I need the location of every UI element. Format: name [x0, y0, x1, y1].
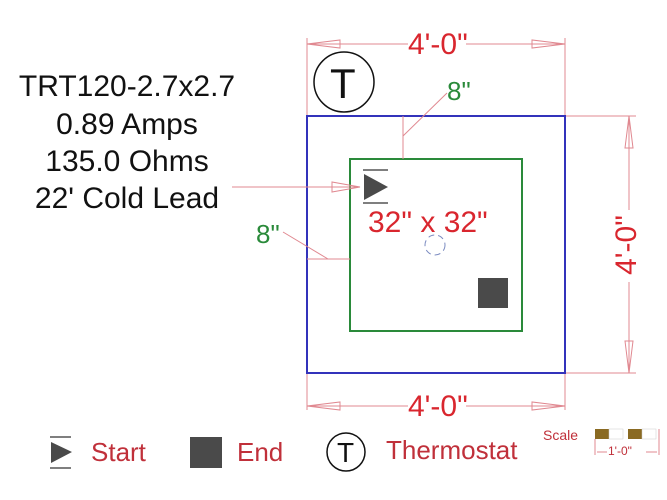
legend-end-icon — [190, 437, 222, 468]
legend-thermostat-label: Thermostat — [386, 435, 518, 465]
inner-size-label: 32" x 32" — [368, 206, 488, 239]
thermostat-symbol-icon — [313, 51, 375, 113]
offset-left-label: 8" — [256, 219, 280, 249]
end-marker-icon — [478, 278, 508, 308]
cold-lead-arrow — [232, 181, 361, 193]
scale-length-label: 1'-0" — [608, 444, 632, 458]
bottom-width-label: 4'-0" — [408, 390, 468, 423]
top-dimension-line — [306, 38, 566, 116]
spec-amps: 0.89 Amps — [56, 108, 198, 141]
scale-label: Scale — [543, 427, 579, 443]
offset-top-leader — [402, 92, 448, 159]
offset-left-leader — [282, 231, 350, 260]
outer-floor-area — [306, 115, 566, 374]
thermostat-letter: T — [330, 60, 356, 107]
right-height-label: 4'-0" — [609, 215, 643, 275]
legend-start-icon — [50, 436, 72, 469]
spec-model: TRT120-2.7x2.7 — [18, 70, 236, 103]
legend-thermostat-letter: T — [337, 437, 355, 468]
spec-ohms: 135.0 Ohms — [45, 145, 209, 178]
legend-end-label: End — [237, 437, 284, 467]
heated-mat-area — [349, 158, 523, 332]
bottom-dimension-line — [306, 374, 566, 411]
legend-start-label: Start — [91, 437, 146, 467]
spec-cold-lead: 22' Cold Lead — [34, 182, 220, 215]
offset-top-label: 8" — [447, 76, 471, 106]
top-width-label: 4'-0" — [408, 28, 468, 61]
right-dimension-line — [565, 115, 636, 374]
legend-thermostat-icon — [326, 432, 366, 472]
start-marker-icon — [363, 169, 388, 204]
center-mark-icon — [424, 234, 446, 256]
scale-bar-icon — [594, 428, 660, 455]
